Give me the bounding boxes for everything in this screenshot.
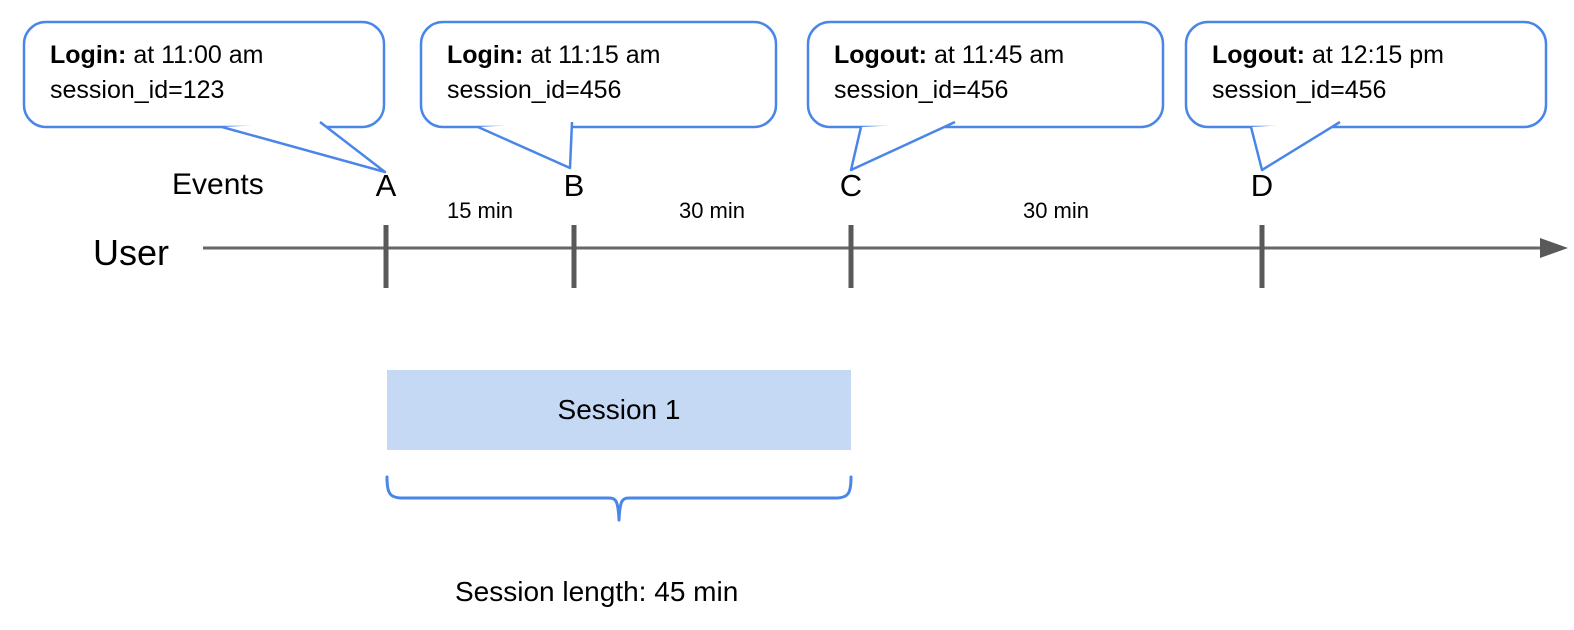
- lane-label-user: User: [93, 232, 170, 273]
- callout-a-event-label: Login:: [50, 41, 127, 69]
- callout-box-a: [22, 20, 386, 129]
- callout-c-time: at 11:45 am: [933, 41, 1065, 69]
- callout-a-session: session_id=123: [50, 76, 225, 104]
- callout-text-a: Login: at 11:00 am session_id=123: [50, 38, 380, 108]
- callout-bubble-c[interactable]: [806, 20, 1165, 172]
- callout-b-event-label: Login:: [447, 41, 524, 69]
- callout-text-d: Logout: at 12:15 pm session_id=456: [1212, 38, 1542, 108]
- tick-label-c: C: [839, 168, 863, 203]
- callout-b-session: session_id=456: [447, 76, 622, 104]
- callout-tail-d: [1249, 120, 1341, 172]
- callout-text-c: Logout: at 11:45 am session_id=456: [834, 38, 1159, 108]
- timeline-axis-arrowhead: [1540, 238, 1568, 258]
- callout-bubble-b[interactable]: [419, 20, 778, 170]
- callout-box-d: [1184, 20, 1548, 129]
- callout-tail-c: [849, 120, 956, 172]
- session-bar-label: Session 1: [557, 394, 681, 425]
- lane-label-events: Events: [172, 168, 264, 201]
- callout-a-line-1: Login: at 11:00 am: [50, 38, 380, 73]
- callout-d-line-1: Logout: at 12:15 pm: [1212, 38, 1542, 73]
- session-bar[interactable]: [387, 370, 851, 450]
- callout-b-time: at 11:15 am: [530, 41, 661, 69]
- callout-box-c: [806, 20, 1165, 129]
- callout-c-session: session_id=456: [834, 76, 1009, 104]
- callout-tail-b: [477, 121, 574, 170]
- callout-text-b: Login: at 11:15 am session_id=456: [447, 38, 772, 108]
- callout-c-line-1: Logout: at 11:45 am: [834, 38, 1159, 73]
- callout-d-session: session_id=456: [1212, 76, 1387, 104]
- interval-label-a-b: 15 min: [446, 198, 514, 223]
- interval-label-b-c: 30 min: [678, 198, 746, 223]
- callout-a-time: at 11:00 am: [133, 41, 264, 69]
- session-length-summary: Session length: 45 min: [455, 576, 739, 607]
- session-span-brace: [385, 475, 853, 522]
- callout-bubble-d[interactable]: [1184, 20, 1548, 172]
- tick-label-a: A: [375, 168, 397, 203]
- callout-d-event-label: Logout:: [1212, 41, 1306, 69]
- callout-d-time: at 12:15 pm: [1311, 41, 1444, 69]
- callout-box-b: [419, 20, 778, 129]
- interval-label-c-d: 30 min: [1022, 198, 1090, 223]
- tick-label-b: B: [563, 168, 585, 203]
- callout-c-event-label: Logout:: [834, 41, 928, 69]
- callout-tail-a: [221, 121, 387, 174]
- callout-b-line-1: Login: at 11:15 am: [447, 38, 772, 73]
- callout-bubble-a[interactable]: [22, 20, 387, 174]
- tick-label-d: D: [1250, 168, 1274, 203]
